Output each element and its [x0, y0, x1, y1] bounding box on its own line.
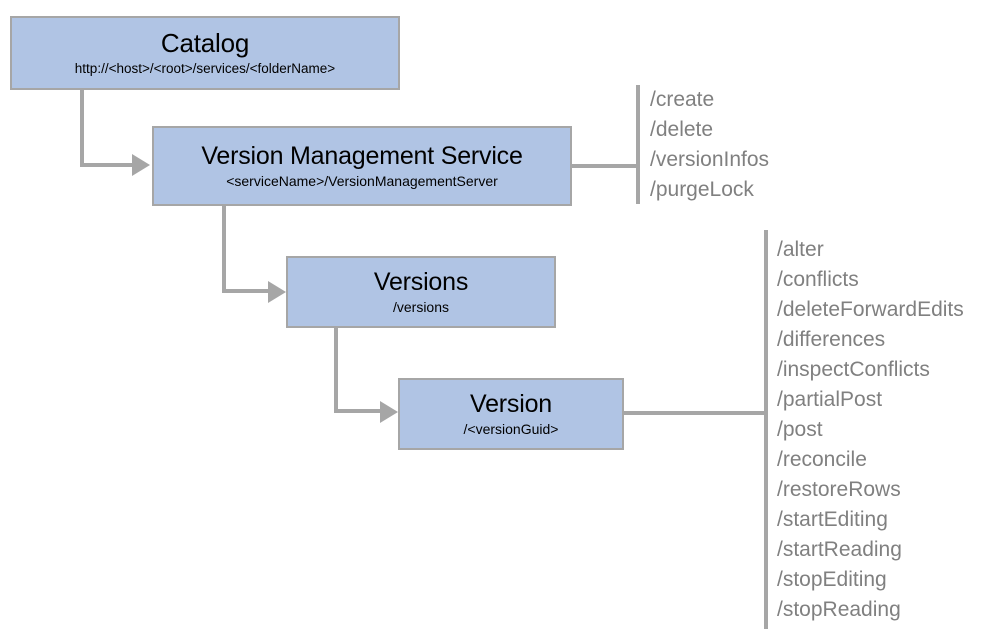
- operation-item[interactable]: /stopReading: [777, 598, 901, 621]
- node-version-title: Version: [470, 390, 552, 419]
- connector-catalog-to-service-vertical: [80, 90, 84, 167]
- operation-item[interactable]: /deleteForwardEdits: [777, 298, 964, 321]
- connector-service-to-operations: [570, 164, 640, 168]
- operation-item[interactable]: /alter: [777, 238, 824, 261]
- connector-versions-to-version-vertical: [334, 328, 338, 413]
- arrowhead-versions-to-version: [380, 401, 398, 423]
- operation-item[interactable]: /purgeLock: [650, 178, 754, 201]
- connector-versions-to-version-horizontal: [334, 409, 386, 413]
- operation-item[interactable]: /reconcile: [777, 448, 867, 471]
- operation-item[interactable]: /conflicts: [777, 268, 859, 291]
- connector-service-to-versions-horizontal: [222, 289, 274, 293]
- operation-item[interactable]: /differences: [777, 328, 886, 351]
- operation-list-version: /alter/conflicts/deleteForwardEdits/diff…: [777, 235, 964, 625]
- operation-item[interactable]: /startReading: [777, 538, 902, 561]
- node-version-subtitle: /<versionGuid>: [463, 421, 559, 438]
- operation-group-bar-service: [636, 85, 640, 204]
- operation-item[interactable]: /restoreRows: [777, 478, 901, 501]
- arrowhead-catalog-to-service: [132, 154, 150, 176]
- node-catalog-subtitle: http://<host>/<root>/services/<folderNam…: [74, 61, 336, 77]
- node-version-management-service-title: Version Management Service: [201, 142, 523, 171]
- node-version-management-service-subtitle: <serviceName>/VersionManagementServer: [226, 173, 498, 190]
- operation-item[interactable]: /delete: [650, 118, 714, 141]
- node-versions-title: Versions: [373, 268, 469, 297]
- node-versions-subtitle: /versions: [392, 299, 450, 316]
- operation-item[interactable]: /create: [650, 88, 715, 111]
- node-version[interactable]: Version /<versionGuid>: [398, 378, 624, 450]
- connector-version-to-operations: [622, 411, 768, 415]
- operation-item[interactable]: /versionInfos: [650, 148, 770, 171]
- node-catalog[interactable]: Catalog http://<host>/<root>/services/<f…: [10, 16, 400, 90]
- operation-group-bar-version: [764, 230, 768, 629]
- node-versions[interactable]: Versions /versions: [286, 256, 556, 328]
- operation-item[interactable]: /post: [777, 418, 823, 441]
- connector-service-to-versions-vertical: [222, 206, 226, 293]
- connector-catalog-to-service-horizontal: [80, 163, 138, 167]
- operation-item[interactable]: /startEditing: [777, 508, 888, 531]
- operation-item[interactable]: /inspectConflicts: [777, 358, 930, 381]
- operation-item[interactable]: /stopEditing: [777, 568, 887, 591]
- node-version-management-service[interactable]: Version Management Service <serviceName>…: [152, 126, 572, 206]
- node-catalog-title: Catalog: [160, 27, 250, 58]
- operation-item[interactable]: /partialPost: [777, 388, 883, 411]
- operation-list-service: /create/delete/versionInfos/purgeLock: [650, 85, 769, 205]
- arrowhead-service-to-versions: [268, 281, 286, 303]
